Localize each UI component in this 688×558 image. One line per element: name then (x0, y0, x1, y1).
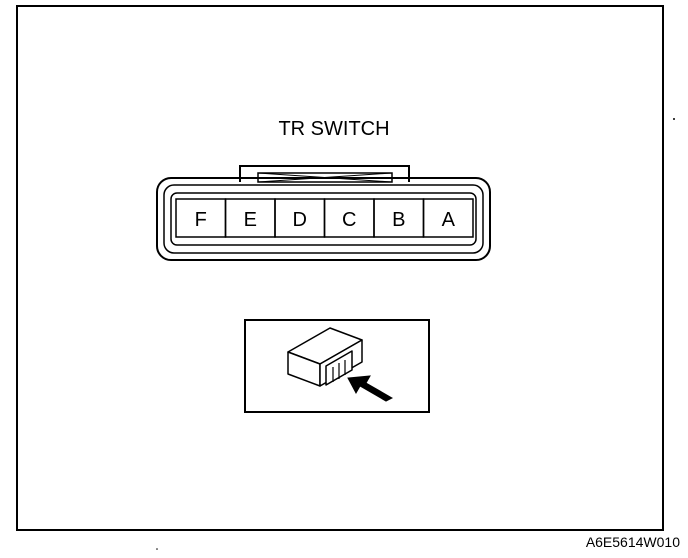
figure-code: A6E5614W010 (585, 534, 680, 550)
pin-label-d: D (293, 209, 307, 231)
pin-label-b: B (392, 209, 405, 231)
inset-border (244, 319, 430, 413)
pin-label-f: F (195, 209, 207, 231)
pin-cell-a (422, 198, 474, 238)
pin-label-a: A (442, 209, 456, 231)
connector-housing-inner (170, 192, 477, 246)
connector-latch (239, 165, 410, 182)
arrow-icon (347, 375, 394, 402)
connector-housing-outer (156, 177, 491, 261)
pin-label-e: E (244, 209, 257, 231)
connector-housing-middle (163, 184, 484, 254)
diagram-title: TR SWITCH (278, 118, 389, 140)
connector-block-icon (287, 327, 363, 387)
pin-label-c: C (342, 209, 356, 231)
inset-view (244, 319, 430, 413)
diagram-border (16, 5, 664, 531)
